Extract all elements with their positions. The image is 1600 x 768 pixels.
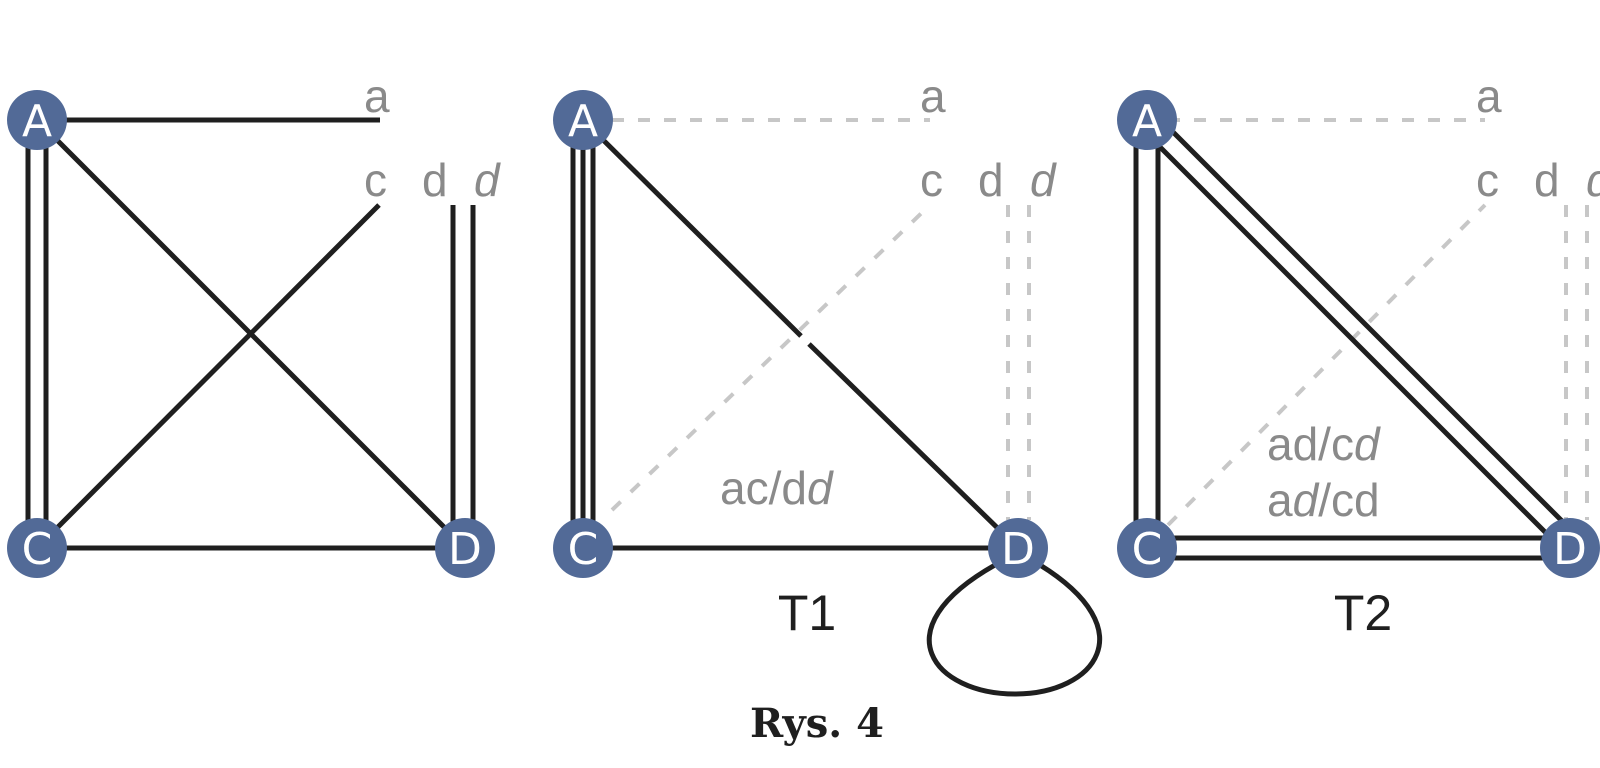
stub-label-c: c — [364, 154, 387, 206]
panel-title-t2: T2 — [1334, 585, 1392, 641]
node-d-label: D — [448, 524, 482, 575]
node-d: D — [435, 518, 495, 578]
ghost-edge-c — [610, 203, 932, 512]
node-d-label: D — [1553, 524, 1587, 575]
panel-3: a c d d ad/cd ad/cd T2 A C D — [1117, 70, 1600, 641]
self-loop-d — [926, 562, 1103, 697]
figure-caption: Rys. 4 — [750, 700, 884, 747]
stub-label-d: d — [422, 154, 448, 206]
stub-label-d-italic: d — [1586, 154, 1600, 206]
node-d: D — [988, 518, 1048, 578]
stub-label-d-italic: d — [474, 154, 501, 206]
edge-label-ac-dd: ac/dd — [720, 462, 834, 514]
edge-label-ad-cd-2: ad/cd — [1267, 474, 1380, 526]
node-c: C — [553, 518, 613, 578]
ghost-edge-c — [1166, 203, 1487, 527]
stub-label-a: a — [1476, 70, 1502, 122]
node-c-label: C — [1132, 524, 1163, 575]
stub-label-a: a — [364, 70, 390, 122]
panel-1: a c d d A C D — [7, 70, 501, 578]
panel-2: a c d d ac/dd T1 A C D — [553, 70, 1103, 697]
node-a-label: A — [568, 96, 598, 147]
node-a: A — [1117, 90, 1177, 150]
node-a-label: A — [1132, 96, 1162, 147]
stub-label-c: c — [1476, 154, 1499, 206]
edge-ad-upper — [1145, 104, 1584, 543]
node-a: A — [553, 90, 613, 150]
node-c-label: C — [22, 524, 53, 575]
node-c: C — [7, 518, 67, 578]
node-c-label: C — [568, 524, 599, 575]
edge-label-ad-cd: ad/cd — [1267, 418, 1381, 470]
node-d-label: D — [1001, 524, 1035, 575]
stub-label-d: d — [978, 154, 1004, 206]
panel-title-t1: T1 — [778, 585, 836, 641]
node-a-label: A — [22, 96, 52, 147]
stub-label-d-italic: d — [1030, 154, 1057, 206]
edge-ad-lower — [1145, 132, 1570, 557]
node-d: D — [1540, 518, 1600, 578]
edge-c-stub — [35, 203, 381, 550]
edge-ad-upper — [581, 118, 803, 338]
stub-label-c: c — [920, 154, 943, 206]
stub-label-d: d — [1534, 154, 1560, 206]
node-a: A — [7, 90, 67, 150]
node-c: C — [1117, 518, 1177, 578]
stub-label-a: a — [920, 70, 946, 122]
edge-ad-lower — [807, 342, 1020, 550]
